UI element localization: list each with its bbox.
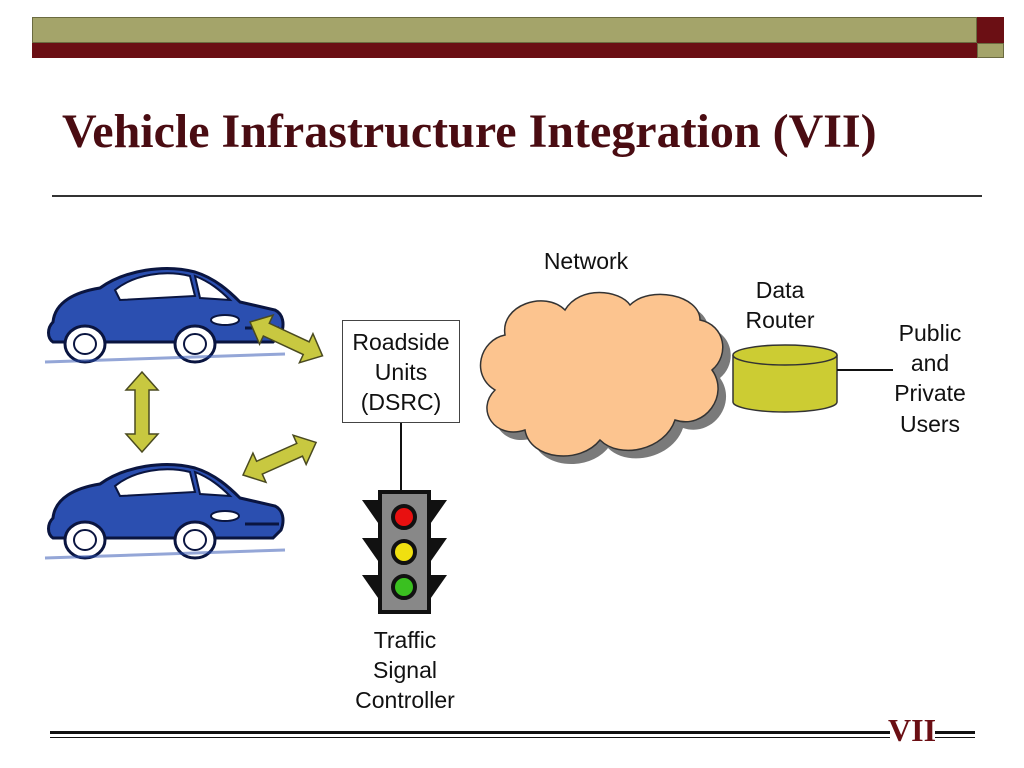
database-icon — [732, 344, 838, 413]
rsu-label-line2: Units — [374, 359, 428, 385]
double-arrow-icon — [125, 371, 159, 453]
header-corner-maroon — [977, 17, 1004, 43]
signal-label-line1: Traffic — [373, 627, 437, 653]
users-label-line4: Users — [899, 411, 961, 437]
footer-rule — [50, 731, 890, 734]
car-icon — [43, 463, 287, 560]
car-icon — [43, 267, 287, 364]
traffic-light-icon — [362, 490, 447, 614]
signal-label-line3: Controller — [355, 687, 455, 713]
double-arrow-icon — [235, 427, 324, 491]
footer-rule-right — [935, 731, 975, 734]
users-label-line2: and — [910, 350, 950, 376]
roadside-units-box — [342, 320, 460, 423]
users-label-line3: Private — [894, 380, 966, 406]
footer-rule-right-thin — [935, 737, 975, 738]
signal-label-line2: Signal — [373, 657, 437, 683]
rsu-label-line1: Roadside — [352, 329, 450, 355]
header-bar-olive — [32, 17, 977, 43]
footer-rule-thin — [50, 737, 890, 738]
header-corner-olive — [977, 43, 1004, 58]
router-label-line1: Data — [755, 277, 805, 303]
cloud-icon — [479, 291, 731, 465]
users-label-line1: Public — [898, 320, 962, 346]
footer-logo: VII — [888, 712, 937, 748]
title-divider — [52, 195, 982, 197]
rsu-label-line3: (DSRC) — [360, 389, 442, 415]
router-label-line2: Router — [745, 307, 815, 333]
slide-title: Vehicle Infrastructure Integration (VII) — [62, 105, 877, 158]
header-bar-maroon — [32, 43, 977, 58]
network-label: Network — [543, 248, 629, 274]
